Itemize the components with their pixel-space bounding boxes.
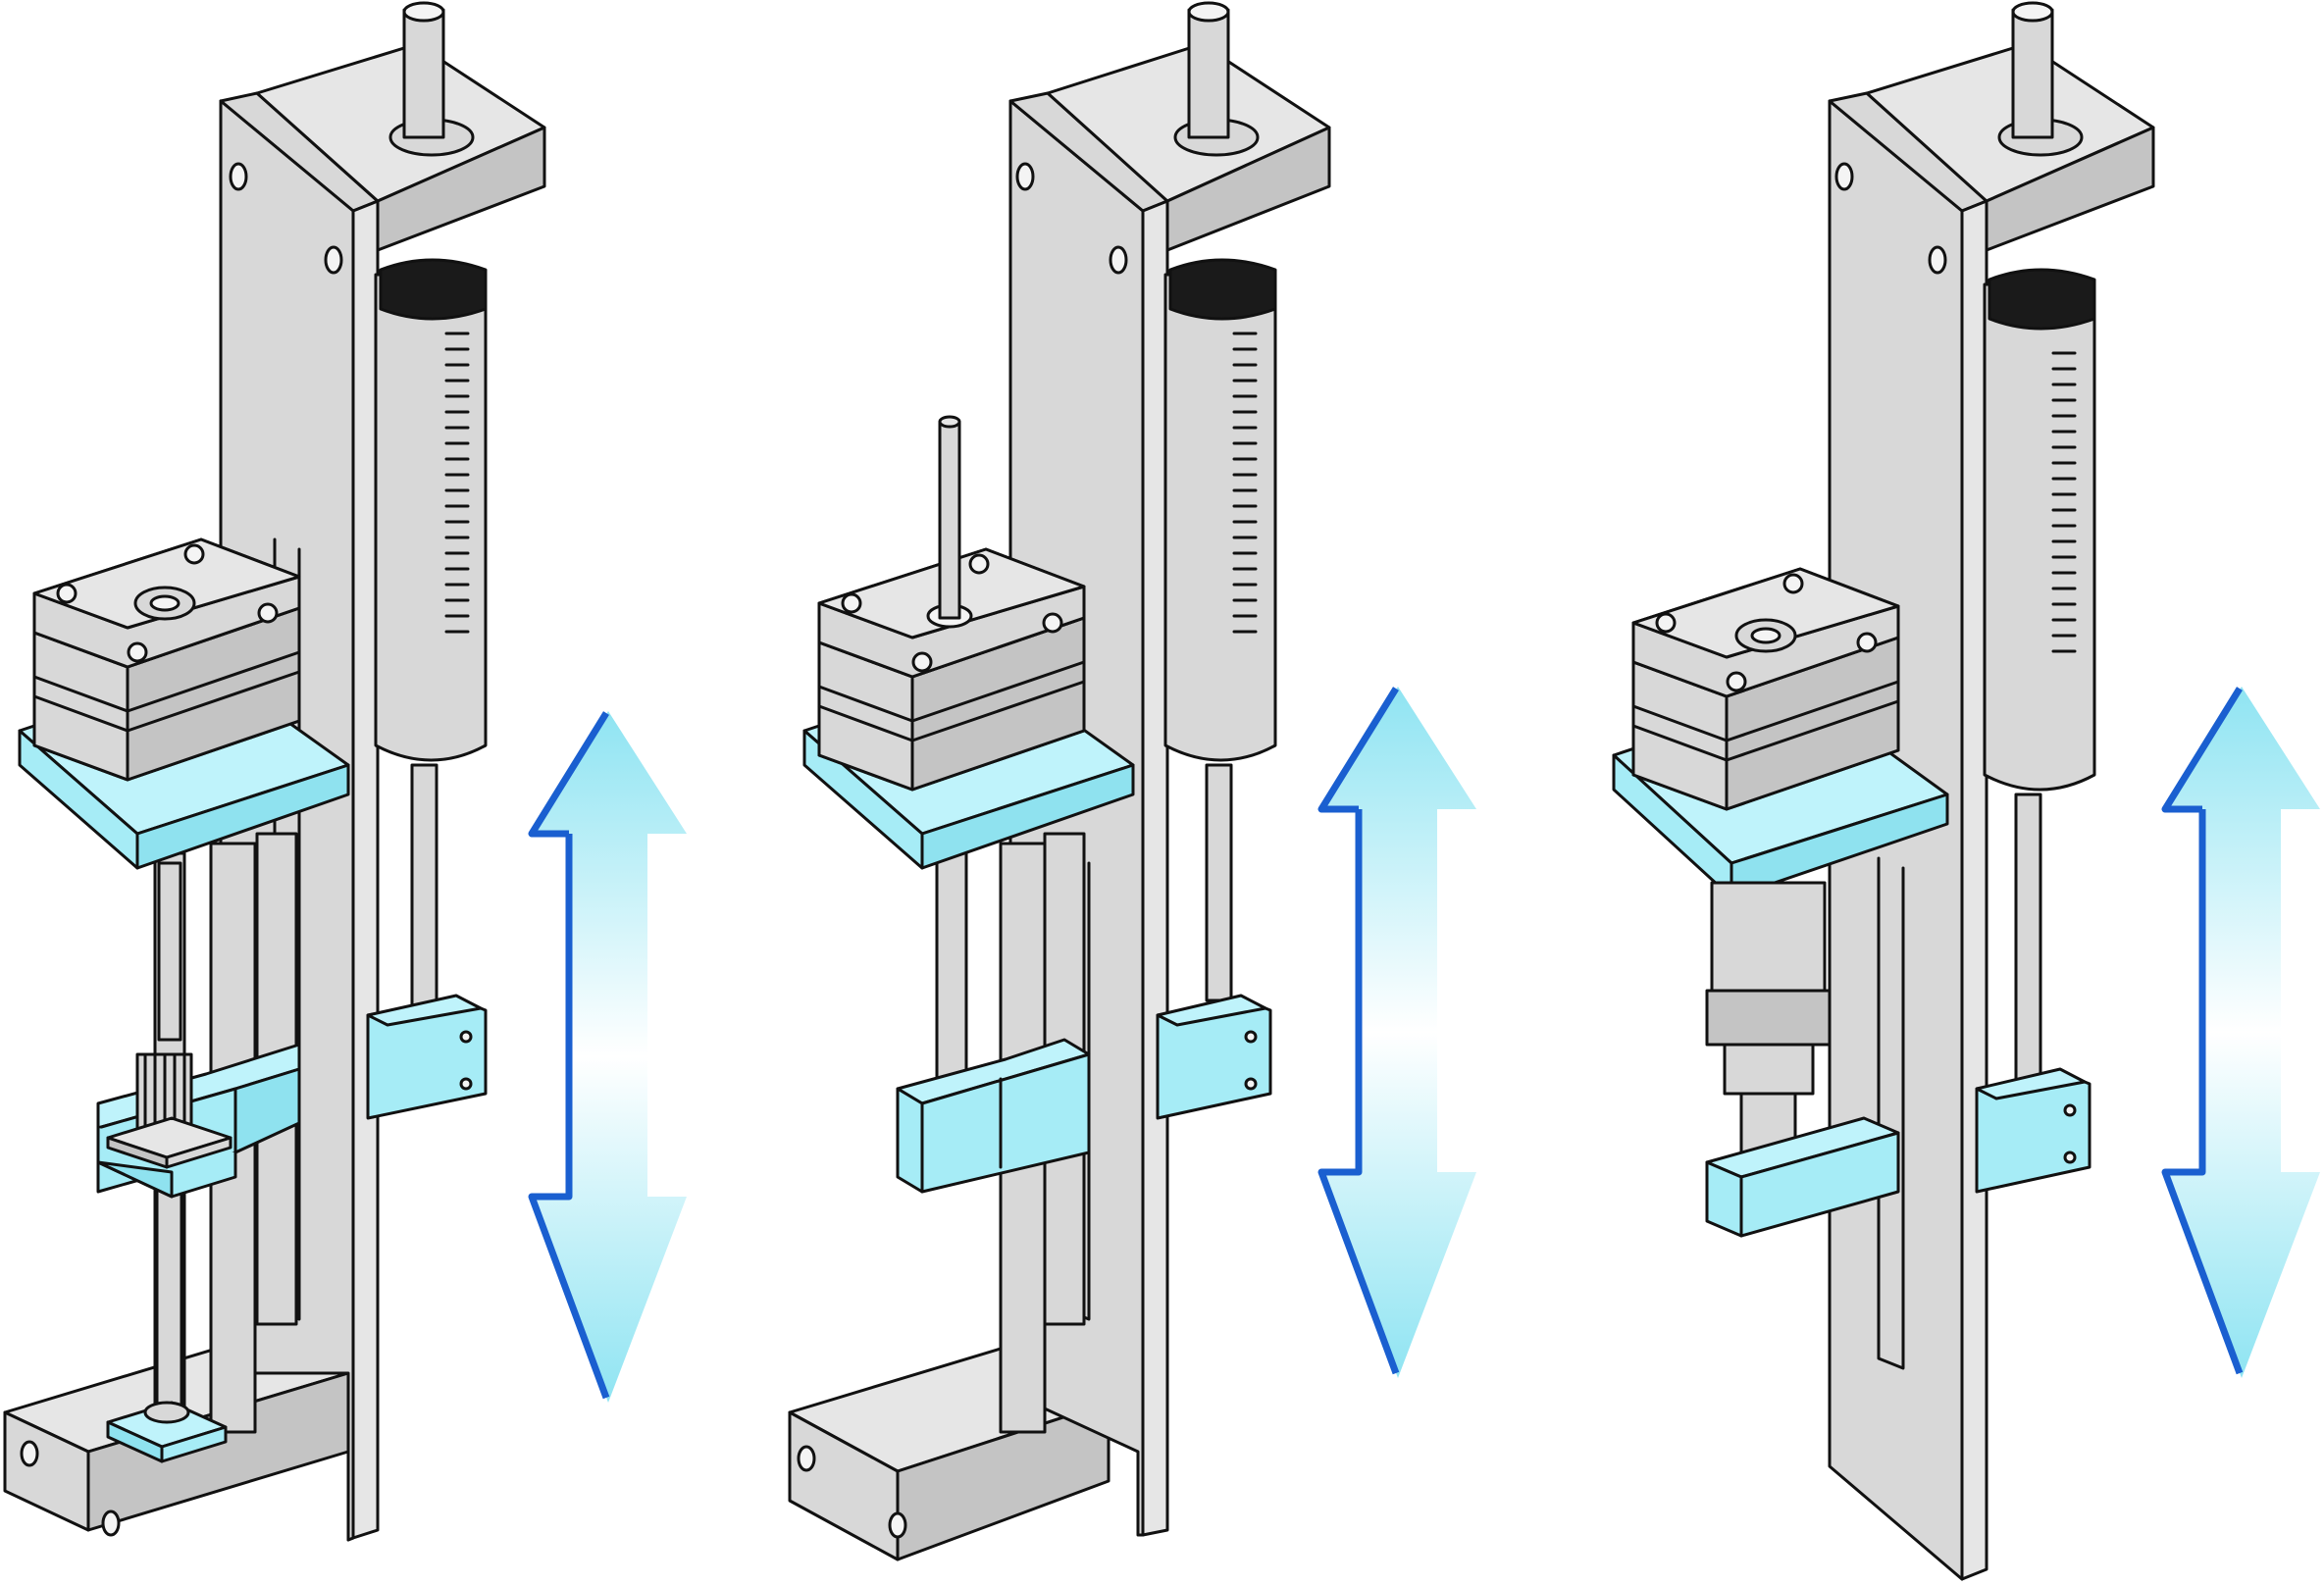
plunger-clamp <box>1156 994 1272 1120</box>
motor-screws <box>1655 573 1878 692</box>
plunger-clamp <box>366 994 488 1120</box>
motor-screws <box>56 543 279 663</box>
base-block <box>788 1347 1110 1561</box>
bottom-bearing <box>106 1401 228 1463</box>
top-bracket <box>1046 1 1331 252</box>
motion-arrow <box>530 711 687 1403</box>
back-plate <box>219 91 380 1542</box>
panel-c <box>1612 1 2320 1581</box>
syringe <box>374 258 488 1032</box>
panel-a <box>3 1 687 1542</box>
coupler <box>106 1052 232 1169</box>
top-bracket <box>255 1 546 252</box>
back-plate <box>1828 91 1988 1581</box>
motion-arrow <box>2163 687 2320 1378</box>
drive-rod <box>938 415 961 620</box>
syringe <box>1983 268 2096 1091</box>
motion-arrow <box>1319 687 1476 1378</box>
syringe <box>1163 258 1277 1002</box>
drive-carriage <box>1705 1116 1900 1238</box>
plunger-clamp <box>1975 1067 2092 1194</box>
top-bracket <box>1865 1 2155 252</box>
drive-carriage <box>896 1038 1091 1194</box>
panel-b <box>788 1 1476 1561</box>
